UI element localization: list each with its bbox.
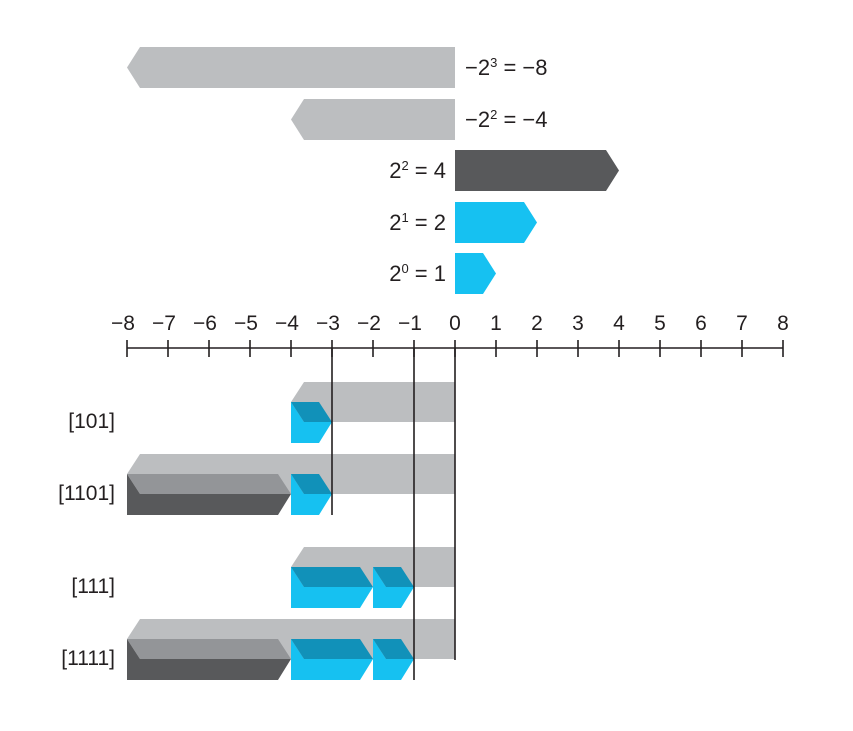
weight-value: = −8 (497, 54, 548, 80)
weight-label: −23 = −8 (465, 54, 548, 80)
cyan-bit-block-front (373, 567, 414, 608)
weight-bar (455, 253, 496, 294)
weight-label: 22 = 4 (389, 157, 446, 183)
axis-tick-label: −3 (316, 312, 340, 335)
cyan-bit-block-front (291, 474, 332, 515)
cyan-bit-block-top (291, 567, 373, 587)
axis-tick-label: −1 (398, 312, 422, 335)
axis-tick-label: 4 (613, 312, 625, 335)
weight-bar (455, 150, 619, 191)
weight-exponent: 2 (401, 157, 409, 173)
cyan-bit-block-top (373, 567, 414, 587)
axis-tick-label: 1 (490, 312, 502, 335)
axis-tick-label: −4 (275, 312, 299, 335)
weight-value: = −4 (497, 106, 548, 132)
axis-tick-label: 6 (695, 312, 707, 335)
weight-base: 2 (389, 209, 402, 235)
weight-exponent: 1 (401, 209, 409, 225)
weight-base: 2 (389, 260, 402, 286)
bit-vector-label: [1111] (61, 647, 115, 670)
gray-bit-block-front (127, 639, 291, 680)
weight-label: −22 = −4 (465, 106, 548, 132)
weight-bar (291, 99, 455, 140)
weight-base: 2 (389, 157, 402, 183)
weight-exponent: 3 (490, 54, 498, 70)
weight-base: −2 (465, 106, 491, 132)
cyan-bit-block-front (373, 639, 414, 680)
weight-label: 20 = 1 (389, 260, 446, 286)
weight-value: = 1 (408, 260, 446, 286)
cyan-bit-block-top (291, 402, 332, 422)
weight-value: = 2 (408, 209, 446, 235)
axis-tick-label: 8 (777, 312, 789, 335)
cyan-bit-block-top (291, 474, 332, 494)
cyan-bit-block-top (373, 639, 414, 659)
axis-tick-label: 7 (736, 312, 748, 335)
axis-tick-label: 3 (572, 312, 584, 335)
axis-tick-label: −7 (152, 312, 176, 335)
weight-exponent: 0 (401, 260, 409, 276)
axis-tick-label: 5 (654, 312, 666, 335)
weight-exponent: 2 (490, 106, 498, 122)
cyan-bit-block-front (291, 567, 373, 608)
gray-bit-block-top (127, 639, 291, 659)
bit-vector-label: [1101] (58, 482, 115, 505)
axis-tick-label: 2 (531, 312, 543, 335)
cyan-bit-block-front (291, 402, 332, 443)
bit-vector-label: [111] (71, 575, 115, 598)
weight-bar (455, 202, 537, 243)
weight-bar (127, 47, 455, 88)
gray-bit-block-top (127, 474, 291, 494)
axis-tick-label: −8 (111, 312, 135, 335)
weight-base: −2 (465, 54, 491, 80)
axis-tick-label: −5 (234, 312, 258, 335)
axis-tick-label: −2 (357, 312, 381, 335)
bit-vector-label: [101] (68, 410, 115, 433)
axis-tick-label: −6 (193, 312, 217, 335)
weight-label: 21 = 2 (389, 209, 446, 235)
cyan-bit-block-top (291, 639, 373, 659)
cyan-bit-block-front (291, 639, 373, 680)
weight-value: = 4 (408, 157, 446, 183)
axis-tick-label: 0 (449, 312, 461, 335)
gray-bit-block-front (127, 474, 291, 515)
